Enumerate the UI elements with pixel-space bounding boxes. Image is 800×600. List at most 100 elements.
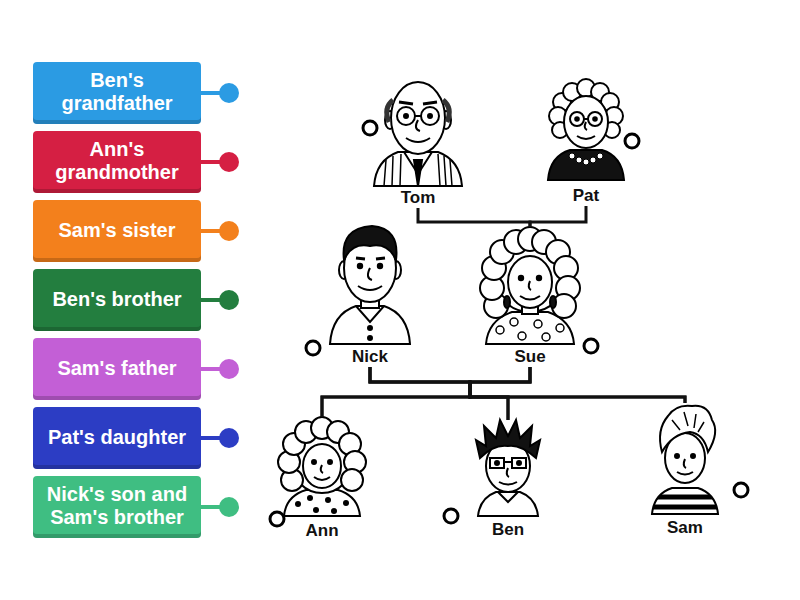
label-text: Nick's son and Sam's brother bbox=[36, 483, 198, 529]
match-stub bbox=[219, 83, 239, 103]
grandmother-figure bbox=[584, 118, 588, 120]
necklace-bead bbox=[583, 159, 589, 165]
match-label-box: Nick's son and Sam's brother bbox=[33, 476, 201, 538]
mother-figure bbox=[520, 296, 540, 300]
label-text: Ann's grandmother bbox=[36, 138, 198, 184]
mother-figure bbox=[480, 227, 580, 344]
grandfather-figure bbox=[416, 120, 420, 131]
son-figure bbox=[691, 454, 695, 458]
mother-figure bbox=[519, 276, 523, 280]
father-figure bbox=[358, 286, 382, 290]
son-figure bbox=[476, 420, 540, 516]
family-line bbox=[470, 367, 685, 403]
grandfather-figure bbox=[406, 138, 430, 142]
father-figure bbox=[368, 336, 372, 340]
match-stub bbox=[219, 428, 239, 448]
daughter-figure bbox=[278, 417, 366, 516]
father-figure bbox=[358, 264, 362, 268]
son-figure bbox=[476, 420, 540, 458]
family-line bbox=[370, 367, 508, 420]
grandfather-figure bbox=[374, 82, 462, 186]
dress-pattern bbox=[556, 324, 564, 332]
father-figure bbox=[330, 306, 410, 344]
grandfather-figure bbox=[397, 107, 415, 125]
dress-pattern bbox=[542, 333, 550, 341]
family-member: Nick bbox=[320, 224, 420, 367]
dress-dot bbox=[295, 495, 349, 514]
son-figure bbox=[677, 472, 693, 475]
dress-pattern bbox=[496, 318, 564, 341]
shirt-stripe bbox=[648, 497, 722, 507]
grandmother-figure bbox=[548, 79, 624, 180]
dress-dot bbox=[307, 495, 313, 501]
son-figure bbox=[490, 458, 504, 468]
grandmother-figure bbox=[570, 112, 584, 126]
son-figure bbox=[675, 454, 679, 458]
daughter-figure bbox=[312, 460, 316, 464]
match-stub bbox=[219, 152, 239, 172]
family-member: Ann bbox=[272, 417, 372, 541]
drop-target bbox=[363, 121, 377, 135]
label-text: Sam's sister bbox=[58, 219, 175, 242]
grandfather-figure bbox=[387, 100, 450, 122]
daughter-figure bbox=[321, 465, 323, 473]
match-stub bbox=[219, 359, 239, 379]
drop-target bbox=[734, 483, 748, 497]
shirt-stripe bbox=[648, 497, 722, 507]
son-figure bbox=[660, 406, 715, 452]
mother-figure bbox=[550, 296, 556, 308]
grandmother-figure bbox=[593, 117, 597, 121]
match-label-box: Ben's brother bbox=[33, 269, 201, 331]
person-name: Pat bbox=[573, 186, 599, 206]
father-figure bbox=[344, 226, 397, 260]
son-figure bbox=[652, 488, 718, 514]
family-line bbox=[470, 367, 530, 420]
father-figure bbox=[368, 268, 372, 280]
grandmother-figure bbox=[575, 117, 579, 121]
son-figure bbox=[648, 406, 722, 514]
grandfather-figure bbox=[421, 107, 439, 125]
family-member: Ben bbox=[463, 420, 553, 540]
label-text: Sam's father bbox=[57, 357, 176, 380]
person-name: Sue bbox=[514, 347, 545, 367]
family-member: Pat bbox=[546, 82, 626, 206]
necklace-bead bbox=[569, 153, 603, 165]
son-figure bbox=[499, 482, 517, 485]
match-stub bbox=[219, 497, 239, 517]
son-figure bbox=[517, 461, 521, 465]
person-name: Ben bbox=[492, 520, 524, 540]
match-label-box: Sam's sister bbox=[33, 200, 201, 262]
drop-target bbox=[270, 512, 284, 526]
label-text: Ben's grandfather bbox=[36, 69, 198, 115]
necklace-bead bbox=[576, 157, 582, 163]
son-figure bbox=[507, 468, 509, 477]
necklace-bead bbox=[569, 153, 575, 159]
match-label-box: Ann's grandmother bbox=[33, 131, 201, 193]
drop-target bbox=[270, 121, 748, 526]
dress-dot bbox=[325, 497, 331, 503]
match-label-box: Ben's grandfather bbox=[33, 62, 201, 124]
daughter-figure bbox=[314, 477, 330, 480]
grandmother-figure bbox=[548, 150, 624, 180]
drop-target bbox=[584, 339, 598, 353]
dress-pattern bbox=[534, 320, 542, 328]
mother-figure bbox=[504, 296, 510, 308]
family-line bbox=[418, 208, 530, 227]
dress-pattern bbox=[518, 332, 526, 340]
mother-figure bbox=[508, 256, 552, 308]
mother-figure bbox=[537, 276, 541, 280]
person-name: Ann bbox=[305, 521, 338, 541]
necklace-bead bbox=[597, 153, 603, 159]
dress-pattern bbox=[496, 326, 504, 334]
family-member: Sam bbox=[640, 403, 730, 538]
grandmother-figure bbox=[588, 112, 602, 126]
father-figure bbox=[330, 226, 410, 344]
match-label-box: Pat's daughter bbox=[33, 407, 201, 469]
person-name: Nick bbox=[352, 347, 388, 367]
match-stub bbox=[219, 290, 239, 310]
son-figure bbox=[504, 461, 512, 463]
match-stub bbox=[201, 83, 239, 517]
grandmother-figure bbox=[585, 122, 587, 130]
